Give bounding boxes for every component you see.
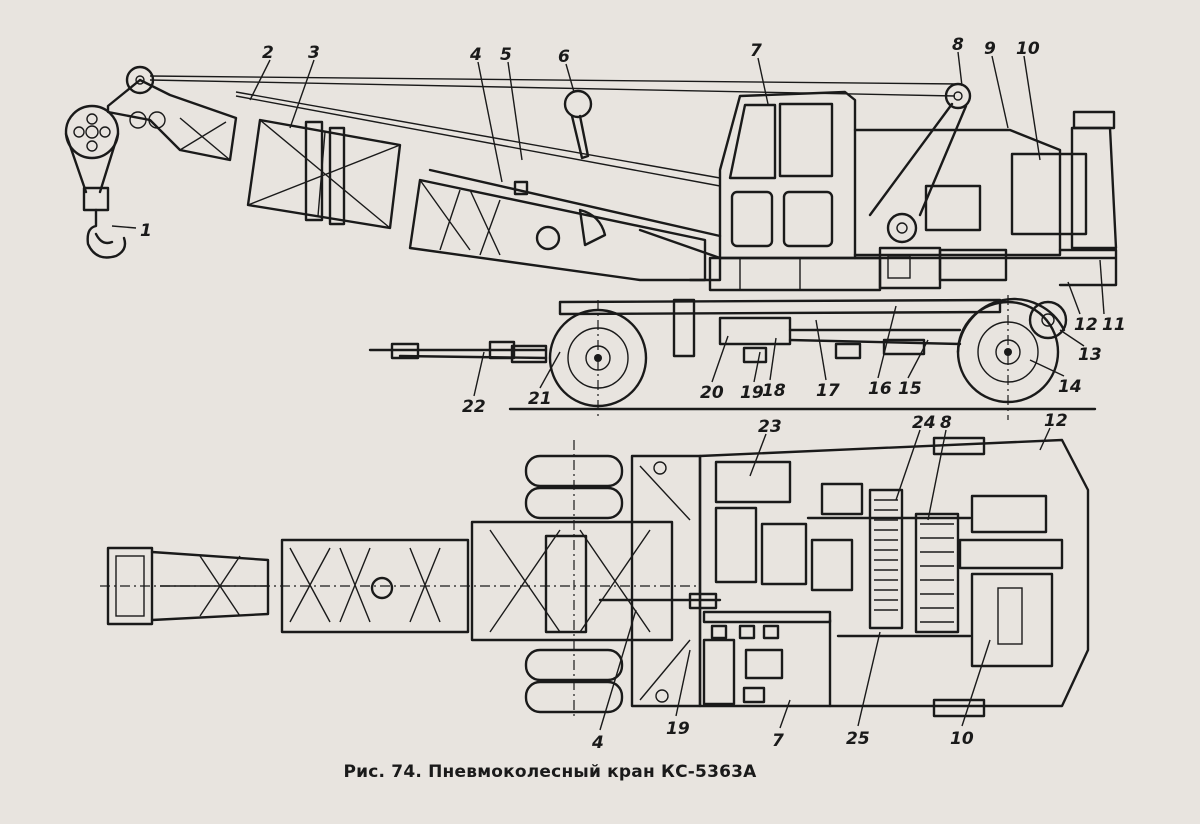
- crane-side-view: 1 2 3 4 5 6 7 8 9 10 11 12 13 14 15 16 1…: [64, 35, 1126, 420]
- side-leader-lines: [111, 51, 1105, 397]
- figure-caption: Рис. 74. Пневмоколесный кран КС-5363А: [343, 762, 757, 782]
- callout-14: 14: [1058, 377, 1082, 397]
- callout-9: 9: [984, 39, 996, 59]
- callout-6: 6: [558, 47, 570, 67]
- callout-1: 1: [140, 221, 152, 241]
- callout-24: 24: [912, 413, 936, 433]
- machinery-housing: [853, 110, 1118, 290]
- callout-12-plan: 12: [1044, 411, 1068, 431]
- callout-5: 5: [500, 45, 512, 65]
- callout-10-plan: 10: [950, 729, 974, 749]
- callout-21: 21: [528, 389, 552, 409]
- callout-19: 19: [740, 383, 764, 403]
- turntable-and-frame: [558, 256, 1002, 316]
- callout-23: 23: [758, 417, 782, 437]
- callout-13: 13: [1078, 345, 1102, 365]
- plan-chassis: [470, 520, 722, 642]
- callout-25: 25: [846, 729, 870, 749]
- operator-cab: [718, 90, 857, 260]
- callout-4-plan: 4: [591, 733, 604, 753]
- callout-20: 20: [700, 383, 724, 403]
- plan-boom-sections: [100, 538, 700, 634]
- callout-17: 17: [816, 381, 840, 401]
- boom-head-and-hook: [64, 65, 238, 259]
- callout-8-plan: 8: [940, 413, 952, 433]
- callout-15: 15: [898, 379, 922, 399]
- callout-3: 3: [308, 43, 320, 63]
- plan-wheels: [524, 436, 986, 720]
- hoist-ropes: [149, 75, 972, 238]
- boom-lattice-sections: [246, 118, 722, 282]
- callout-22: 22: [462, 397, 486, 417]
- callout-10: 10: [1016, 39, 1040, 59]
- callout-18: 18: [762, 381, 786, 401]
- callout-2: 2: [262, 43, 274, 63]
- callout-11: 11: [1102, 315, 1126, 335]
- plan-leader-lines: [599, 427, 1051, 731]
- callout-19-plan: 19: [666, 719, 690, 739]
- plan-machinery: [702, 460, 1064, 706]
- callout-4: 4: [469, 45, 482, 65]
- callout-8: 8: [952, 35, 964, 55]
- chassis-and-wheels: [368, 295, 1068, 420]
- crane-plan-view: 23 24 8 12 4 19 7 25 10: [100, 411, 1090, 753]
- callout-7-plan: 7: [772, 731, 784, 751]
- callout-7: 7: [750, 41, 762, 61]
- callout-12: 12: [1074, 315, 1098, 335]
- callout-16: 16: [868, 379, 892, 399]
